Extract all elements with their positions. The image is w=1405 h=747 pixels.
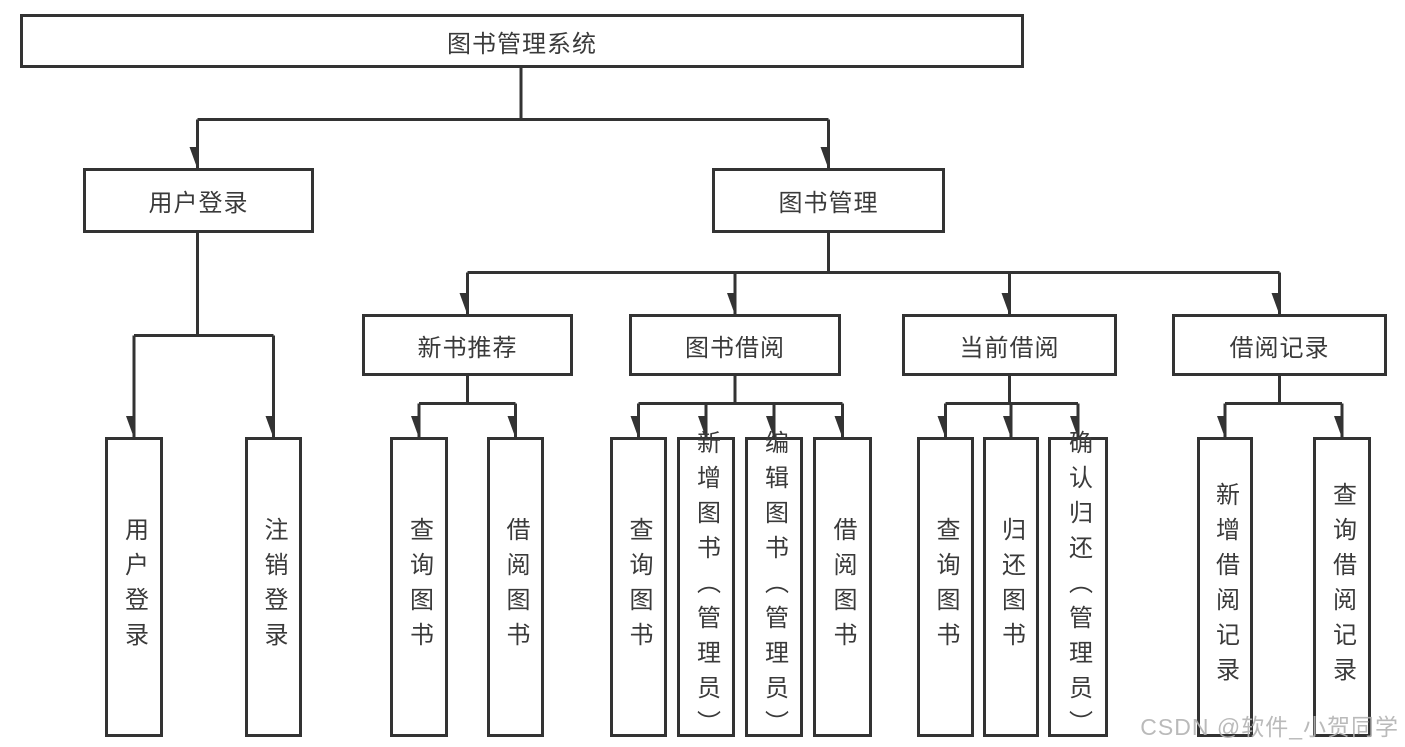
node-book-management-label: 图书管理 bbox=[778, 190, 879, 217]
leaf-bb-edit-books-label: 编辑图书（管理员） bbox=[760, 429, 788, 745]
node-current-borrowing-label: 当前借阅 bbox=[959, 334, 1060, 362]
leaf-nb-query-books-label: 查询图书 bbox=[405, 517, 433, 657]
node-new-book-recommend-label: 新书推荐 bbox=[417, 334, 518, 362]
node-book-borrowing-label: 图书借阅 bbox=[685, 334, 785, 362]
leaf-bb-add-books: 新增图书（管理员） bbox=[677, 430, 735, 745]
node-book-management: 图书管理 bbox=[712, 168, 945, 233]
connector-book-management-trunk bbox=[467, 233, 1280, 274]
connector-book-borrowing-trunk bbox=[638, 376, 843, 405]
connector-borrowing-records-trunk bbox=[1225, 376, 1342, 405]
node-user-login: 用户登录 bbox=[83, 168, 314, 233]
leaf-bb-edit-books: 编辑图书（管理员） bbox=[745, 430, 803, 745]
node-borrowing-records: 借阅记录 bbox=[1172, 314, 1387, 376]
leaf-bb-query-books-label: 查询图书 bbox=[625, 517, 652, 657]
leaf-nb-borrow-books: 借阅图书 bbox=[487, 437, 544, 737]
node-current-borrowing: 当前借阅 bbox=[902, 314, 1117, 376]
leaf-cb-return-books: 归还图书 bbox=[983, 437, 1039, 737]
node-new-book-recommend: 新书推荐 bbox=[362, 314, 573, 376]
leaf-cb-confirm-return: 确认归还（管理员） bbox=[1048, 430, 1108, 745]
leaf-cb-confirm-return-label: 确认归还（管理员） bbox=[1064, 429, 1092, 745]
leaf-nb-borrow-books-label: 借阅图书 bbox=[502, 517, 529, 657]
connector-current-borrowing-trunk bbox=[945, 376, 1078, 405]
leaf-bb-borrow-books: 借阅图书 bbox=[813, 437, 872, 737]
leaf-nb-query-books: 查询图书 bbox=[390, 437, 448, 737]
leaf-bb-query-books: 查询图书 bbox=[610, 437, 667, 737]
leaf-user-login-label: 用户登录 bbox=[120, 517, 148, 657]
leaf-logout: 注销登录 bbox=[245, 437, 302, 737]
leaf-br-query-record-label: 查询借阅记录 bbox=[1328, 482, 1356, 692]
node-user-login-label: 用户登录 bbox=[148, 190, 249, 217]
leaf-bb-add-books-label: 新增图书（管理员） bbox=[692, 429, 720, 745]
node-borrowing-records-label: 借阅记录 bbox=[1229, 334, 1330, 362]
connector-new-book-recommend-trunk bbox=[419, 376, 516, 405]
node-root-label: 图书管理系统 bbox=[447, 30, 597, 58]
leaf-br-query-record: 查询借阅记录 bbox=[1313, 437, 1371, 737]
connector-root-trunk bbox=[197, 68, 829, 121]
node-book-borrowing: 图书借阅 bbox=[629, 314, 841, 376]
connector-user-login-trunk bbox=[134, 233, 274, 337]
node-root: 图书管理系统 bbox=[20, 14, 1024, 68]
leaf-bb-borrow-books-label: 借阅图书 bbox=[829, 517, 856, 657]
leaf-br-add-record-label: 新增借阅记录 bbox=[1211, 482, 1239, 692]
leaf-cb-return-books-label: 归还图书 bbox=[997, 517, 1025, 657]
leaf-cb-query-books: 查询图书 bbox=[917, 437, 974, 737]
leaf-cb-query-books-label: 查询图书 bbox=[932, 517, 959, 657]
leaf-br-add-record: 新增借阅记录 bbox=[1197, 437, 1253, 737]
leaf-user-login: 用户登录 bbox=[105, 437, 163, 737]
leaf-logout-label: 注销登录 bbox=[260, 517, 287, 657]
csdn-watermark: CSDN @软件_小贺同学 bbox=[1140, 714, 1399, 740]
